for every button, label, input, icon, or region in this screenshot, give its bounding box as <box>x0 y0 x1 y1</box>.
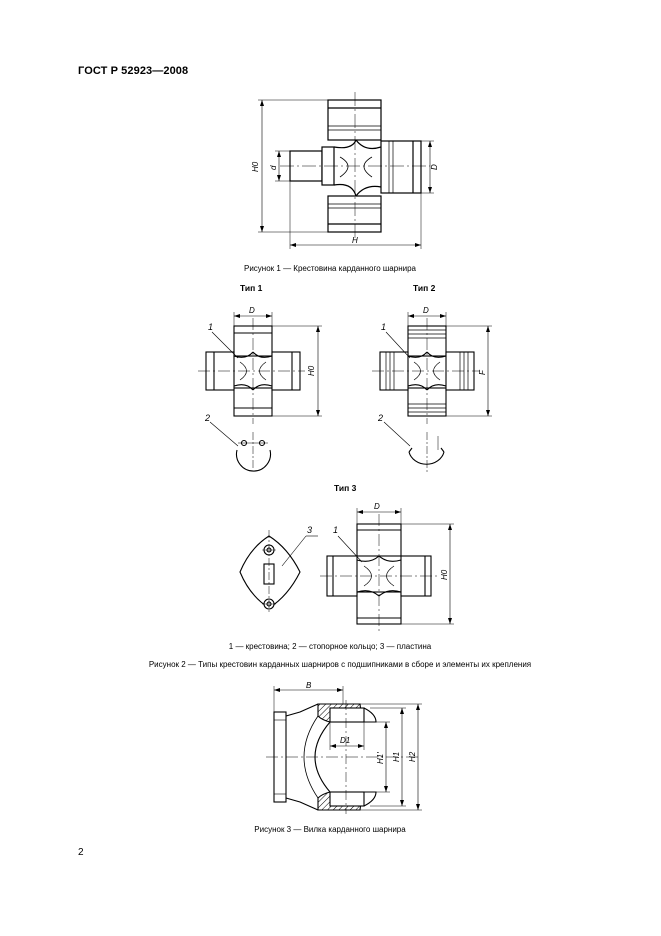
fig3-dim-b: B <box>306 681 312 690</box>
fig2-type2-dim-f: F <box>478 369 487 375</box>
fig2-type1-dim-h0: H0 <box>307 365 316 376</box>
type3-label: Тип 3 <box>334 483 357 493</box>
fig2-type3-dim-h0: H0 <box>440 569 449 580</box>
figure1-caption: Рисунок 1 — Крестовина карданного шарнир… <box>244 264 416 273</box>
fig2-type3-callout-3: 3 <box>307 525 312 535</box>
fig1-dim-d-small: d <box>269 165 278 170</box>
fig3-dim-h1: H1 <box>392 752 401 762</box>
figure2-caption: Рисунок 2 — Типы крестовин карданных шар… <box>148 660 532 669</box>
fig3-dim-d1: D1 <box>340 736 350 745</box>
page-number: 2 <box>78 847 84 858</box>
type1-label: Тип 1 <box>240 283 263 293</box>
figure3-caption: Рисунок 3 — Вилка карданного шарнира <box>254 825 406 834</box>
fig3-dim-h1p: H1' <box>376 752 385 764</box>
fig1-dim-h0: H0 <box>251 161 260 172</box>
fig2-type1-dim-d: D <box>249 306 255 315</box>
fig2-type3-callout-1: 1 <box>333 525 338 535</box>
fig1-dim-d-big: D <box>430 164 439 170</box>
fig2-type1-callout-2: 2 <box>204 413 210 423</box>
fig1-dim-h: H <box>352 236 358 245</box>
fig2-type2-dim-d: D <box>423 306 429 315</box>
fig2-type3-dim-d: D <box>374 502 380 511</box>
figure2-legend: 1 — крестовина; 2 — стопорное кольцо; 3 … <box>228 642 432 651</box>
fig2-type1-callout-1: 1 <box>208 322 213 332</box>
fig3-dim-h2: H2 <box>408 751 417 762</box>
fig2-type2-callout-2: 2 <box>377 413 383 423</box>
document-header: ГОСТ Р 52923—2008 <box>78 65 189 77</box>
type2-label: Тип 2 <box>413 283 436 293</box>
fig2-type2-callout-1: 1 <box>381 322 386 332</box>
